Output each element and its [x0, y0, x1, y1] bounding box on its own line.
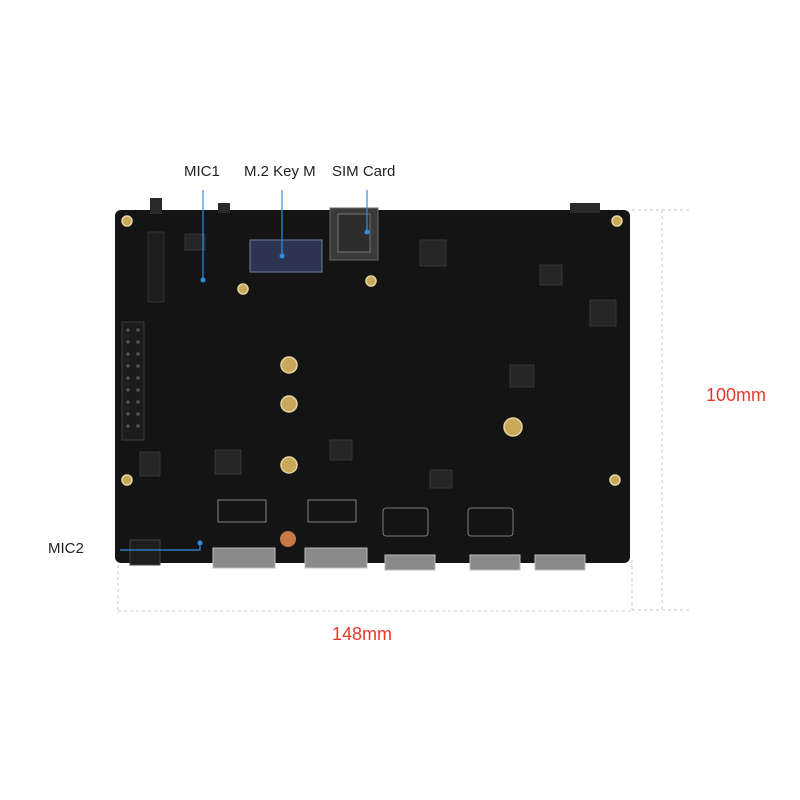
sim-card-label: SIM Card [332, 163, 396, 180]
pcb-board [115, 198, 630, 571]
height-dimension-guides [631, 209, 690, 611]
callout-lines [120, 190, 368, 551]
m2-key-m-label: M.2 Key M [244, 163, 316, 180]
bottom-ports [129, 539, 586, 571]
width-dimension-label: 148mm [332, 624, 393, 644]
width-dimension-guides [117, 565, 632, 614]
mic1-label: MIC1 [184, 163, 220, 180]
mic2-label: MIC2 [48, 540, 84, 557]
height-dimension-label: 100mm [706, 385, 767, 405]
callout-markers [197, 229, 370, 546]
